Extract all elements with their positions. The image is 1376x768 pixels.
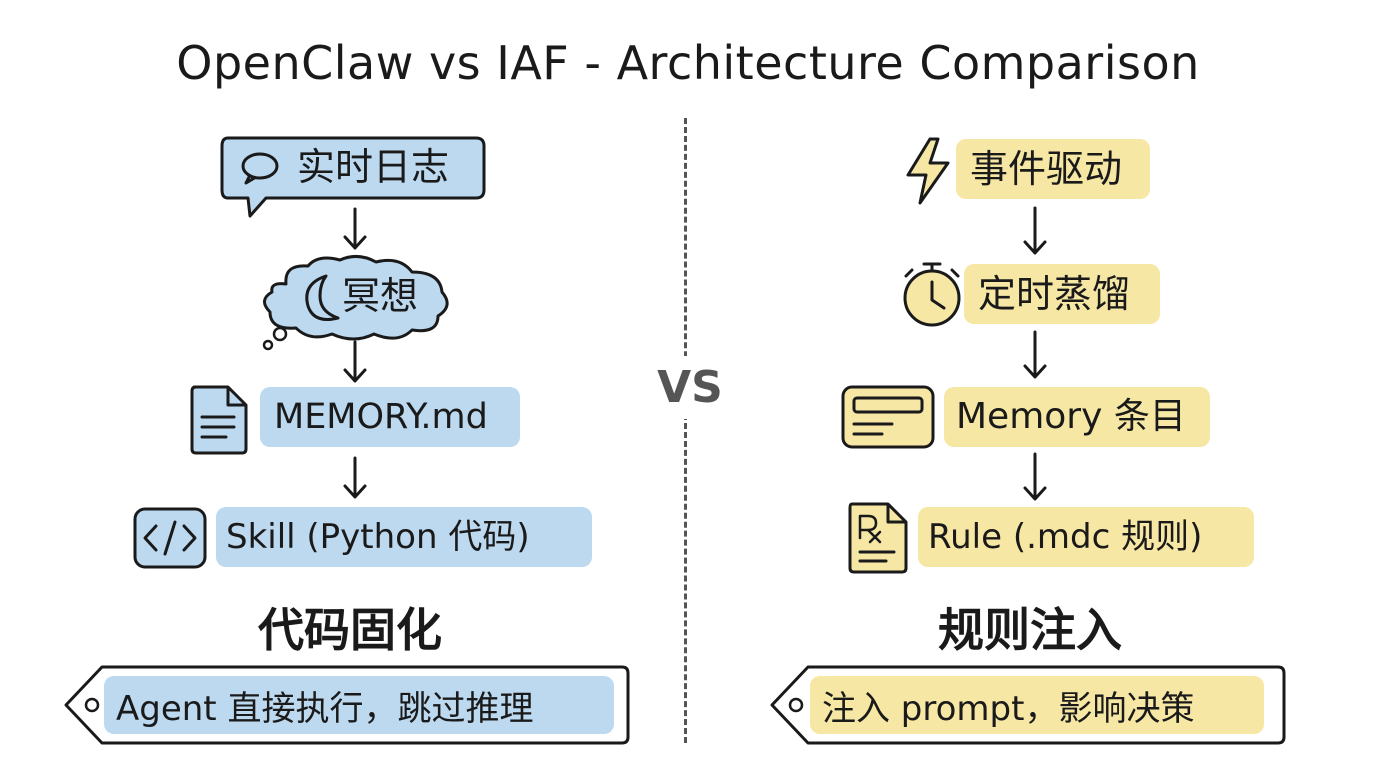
step-label-event-driven: 事件驱动 (956, 139, 1150, 199)
document-icon (190, 385, 248, 455)
arrow-down-icon (343, 456, 367, 499)
lightning-icon (906, 137, 950, 205)
moon-thought-cloud-icon (262, 255, 449, 351)
stopwatch-icon (903, 262, 961, 327)
memory-card-icon (841, 385, 935, 449)
tag-text-left: Agent 直接执行，跳过推理 (104, 676, 614, 734)
section-title-left: 代码固化 (258, 603, 442, 657)
code-brackets-icon (133, 507, 207, 569)
page-title: OpenClaw vs IAF - Architecture Compariso… (176, 36, 1200, 90)
arrow-down-icon (1023, 206, 1047, 255)
arrow-down-icon (1023, 452, 1047, 501)
arrow-down-icon (1023, 330, 1047, 379)
step-label-meditation: 冥想 (342, 274, 419, 318)
step-label-rule: Rule (.mdc 规则) (918, 507, 1254, 567)
step-label-realtime-log: 实时日志 (297, 145, 450, 189)
step-label-skill: Skill (Python 代码) (216, 507, 592, 567)
step-label-scheduled-distill: 定时蒸馏 (964, 264, 1160, 324)
speech-bubble-icon (220, 136, 486, 218)
arrow-down-icon (343, 340, 367, 383)
vs-label: VS (640, 356, 740, 419)
step-label-memory-entry: Memory 条目 (944, 387, 1210, 447)
center-divider (684, 118, 687, 743)
tag-text-right: 注入 prompt，影响决策 (810, 676, 1264, 734)
rule-document-icon (848, 502, 908, 574)
arrow-down-icon (343, 207, 367, 250)
step-label-memory-md: MEMORY.md (260, 387, 520, 447)
section-title-right: 规则注入 (938, 603, 1122, 657)
